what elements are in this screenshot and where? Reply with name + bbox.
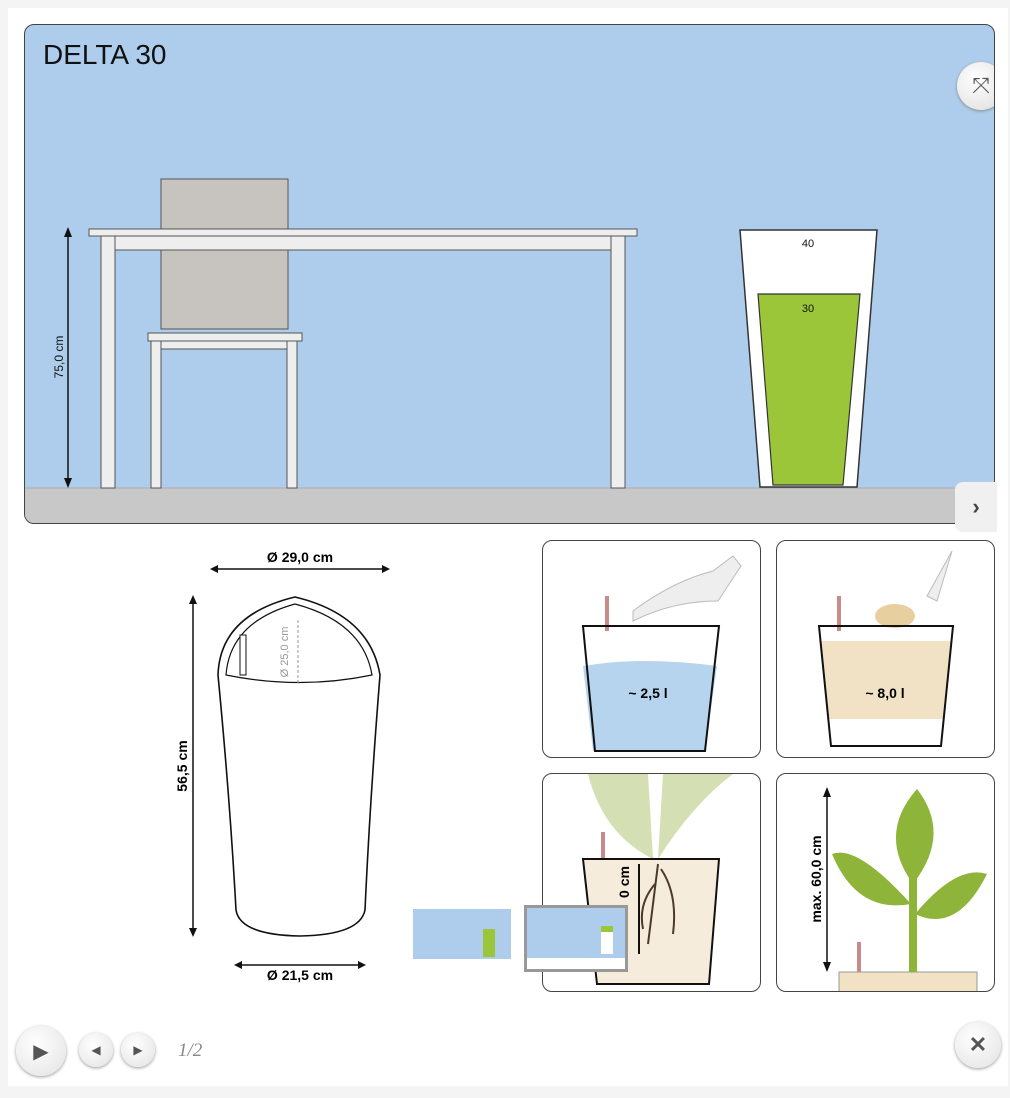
water-capacity-panel: ~ 2,5 l [542, 540, 761, 758]
close-icon: ✕ [968, 1032, 988, 1057]
triangle-right-icon: ▶ [133, 1043, 143, 1057]
size-comparison-scene: 75,0 cm 40 30 DELTA 30 ⤧ [24, 24, 995, 524]
plant-height-panel: max. 60,0 cm [776, 773, 995, 992]
bottom-diameter-label: Ø 21,5 cm [267, 967, 333, 983]
pot-size-30: 30 [802, 303, 814, 315]
water-volume-label: ~ 2,5 l [628, 685, 667, 701]
plant-illustration: max. 60,0 cm [808, 787, 987, 991]
fullscreen-button[interactable]: ⤧ [957, 62, 994, 110]
root-depth-label: 0 cm [616, 866, 632, 898]
watering-illustration: ~ 2,5 l [581, 555, 742, 752]
substrate-illustration: ~ 8,0 l [817, 550, 955, 747]
scene-illustration: 75,0 cm 40 30 [25, 178, 994, 523]
play-button[interactable]: ▶ [16, 1026, 66, 1076]
play-icon: ▶ [33, 1040, 49, 1063]
height-label: 56,5 cm [174, 740, 190, 791]
dimension-drawing: Ø 29,0 cm 56,5 cm Ø 25,0 cm Ø 21,5 cm [174, 549, 390, 983]
slide-counter: 1/2 [178, 1040, 203, 1061]
product-title: DELTA 30 [43, 39, 167, 70]
thumbnail-2-active[interactable] [524, 905, 628, 972]
substrate-volume-label: ~ 8,0 l [865, 685, 904, 701]
expand-icon: ⤧ [972, 73, 990, 98]
plant-height-label: max. 60,0 cm [808, 835, 824, 922]
close-button[interactable]: ✕ [955, 1022, 1001, 1068]
thumbnail-1[interactable] [413, 909, 511, 969]
previous-button[interactable]: ◀ [79, 1033, 113, 1067]
triangle-left-icon: ◀ [91, 1043, 101, 1057]
height-label: 75,0 cm [52, 336, 66, 379]
next-image-button[interactable]: › [955, 482, 997, 532]
inner-diameter-label: Ø 25,0 cm [279, 627, 291, 678]
next-button[interactable]: ▶ [121, 1033, 155, 1067]
pot-size-40: 40 [802, 238, 814, 250]
substrate-capacity-panel: ~ 8,0 l [776, 540, 995, 758]
chevron-right-icon: › [972, 494, 980, 519]
top-diameter-label: Ø 29,0 cm [267, 549, 333, 565]
